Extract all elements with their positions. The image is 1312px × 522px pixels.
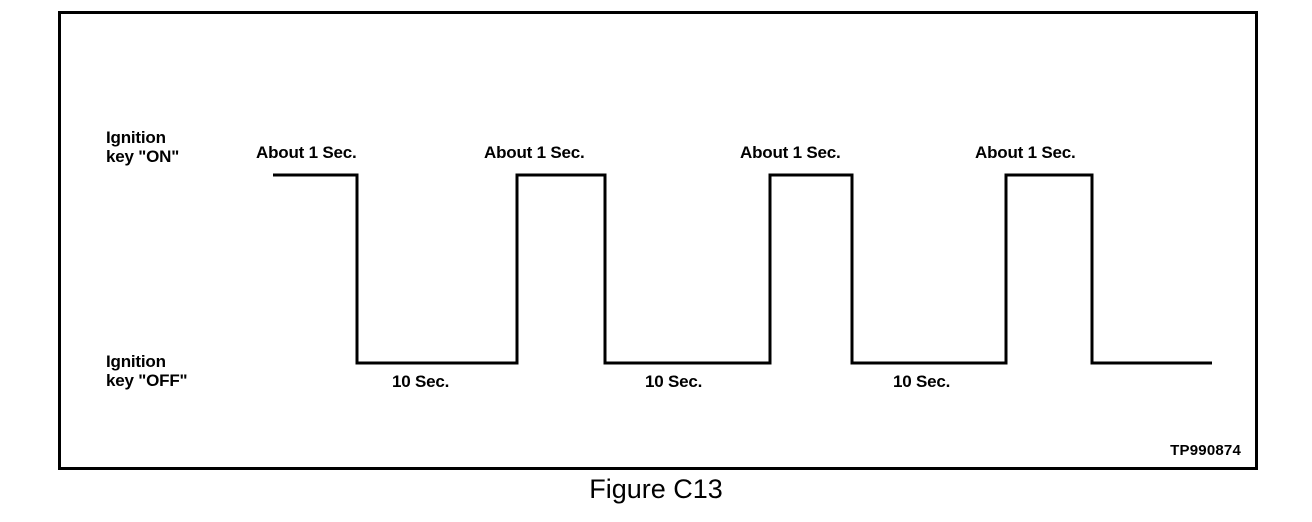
axis-label-ignition-key-on: Ignition key "ON" (106, 128, 180, 166)
pulse-duration-label-4: About 1 Sec. (975, 143, 1076, 162)
pulse-duration-label-2: About 1 Sec. (484, 143, 585, 162)
gap-duration-label-2: 10 Sec. (645, 372, 703, 391)
axis-label-ignition-key-off: Ignition key "OFF" (106, 352, 188, 390)
drawing-number: TP990874 (1170, 442, 1241, 459)
gap-duration-label-3: 10 Sec. (893, 372, 951, 391)
pulse-duration-label-1: About 1 Sec. (256, 143, 357, 162)
gap-duration-label-1: 10 Sec. (392, 372, 450, 391)
diagram-border: TP990874 (58, 11, 1258, 470)
figure-caption: Figure C13 (589, 474, 723, 504)
pulse-duration-label-3: About 1 Sec. (740, 143, 841, 162)
